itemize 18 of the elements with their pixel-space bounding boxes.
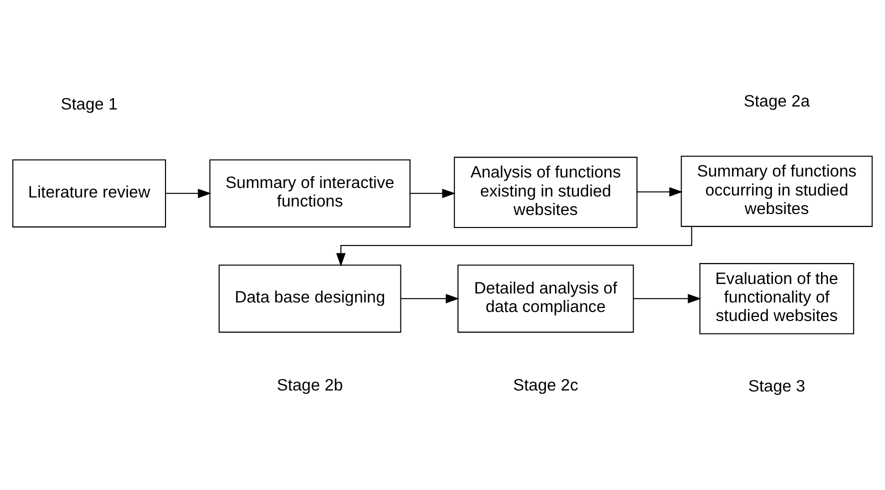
label: Stage 2c <box>513 376 578 394</box>
node-box: Evaluation of the functionality of studied websites <box>699 263 854 334</box>
node-box: Detailed analysis of data compliance <box>457 264 634 333</box>
label: Stage 3 <box>748 377 806 396</box>
node-box: Summary of functions occurring in studied websites <box>680 156 873 227</box>
arrow <box>633 294 702 304</box>
node-box: Data base designing <box>218 264 402 333</box>
node-box: Summary of interactive functions <box>209 159 411 228</box>
arrow <box>336 226 692 267</box>
arrow <box>166 188 212 198</box>
label: Stage 2a <box>744 92 810 111</box>
label: Stage 1 <box>60 96 118 114</box>
node-box: Analysis of functions existing in studied websites <box>454 156 638 228</box>
arrow <box>400 294 460 304</box>
node-box: Literature review <box>12 159 166 228</box>
arrow <box>637 187 683 197</box>
arrow <box>410 188 456 198</box>
label: Stage 2b <box>276 376 343 394</box>
